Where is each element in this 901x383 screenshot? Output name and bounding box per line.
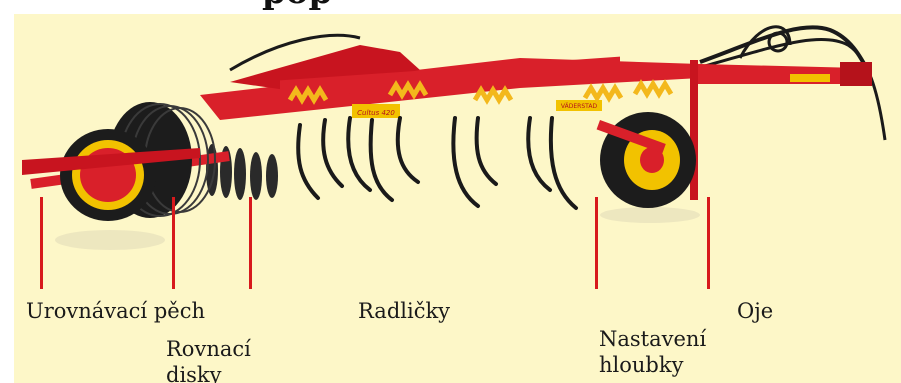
label-drawbar: Oje [737,298,773,324]
leveling-discs [206,144,278,200]
label-depth-line1: Nastavení [599,326,706,352]
roller-marker [40,197,43,289]
roller-reflection [55,230,165,250]
hydraulic-hose [705,39,885,140]
brand-decal-plate [790,74,830,82]
depth-marker [595,197,598,289]
discs-marker [172,197,175,289]
wheel-reflection [600,207,700,223]
discs-marker-2 [249,197,252,289]
label-depth-line2: hloubky [599,352,683,378]
hose-coil [769,33,787,51]
hitch [840,62,872,86]
tines [298,118,576,208]
label-leveling-roller: Urovnávací pěch [26,298,205,324]
label-leveling-discs-line1: Rovnací [166,336,251,362]
label-tines: Radličky [358,298,450,324]
brand-decal: VÄDERSTAD [561,103,598,110]
model-decal: Cultus 420 [357,109,395,117]
drawbar-marker [707,197,710,289]
label-leveling-discs-line2: disky [166,362,222,383]
